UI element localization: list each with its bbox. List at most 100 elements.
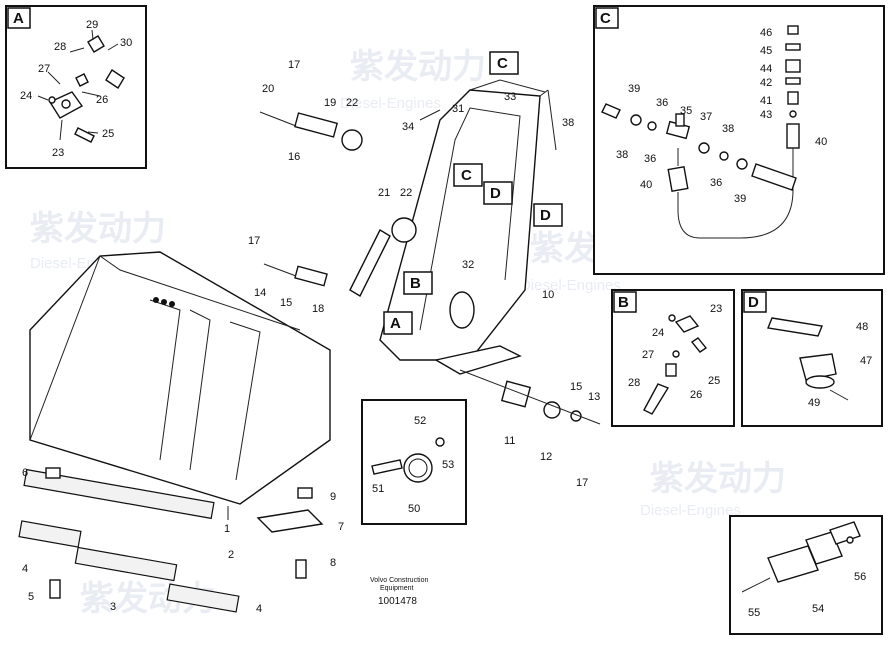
callout-c14: 14 [254, 287, 266, 299]
callout-k37: 37 [700, 111, 712, 123]
box-c-letter: C [600, 10, 611, 27]
callout-k36a: 36 [656, 97, 668, 109]
callout-c6: 6 [22, 467, 28, 479]
callout-e55: 55 [748, 607, 760, 619]
elbow-fitting [87, 35, 105, 53]
callout-k38b: 38 [616, 149, 628, 161]
callout-c5: 5 [28, 591, 34, 603]
callout-c34: 34 [402, 121, 414, 133]
flag-b: B [410, 275, 421, 292]
callout-c13: 13 [588, 391, 600, 403]
callout-d49: 49 [808, 397, 820, 409]
detail-box-clamp: 55 54 56 [729, 515, 883, 635]
box-d-letter: D [748, 294, 759, 311]
flag-c-top: C [497, 55, 508, 72]
callout-c31: 31 [452, 103, 464, 115]
callout-a27: 27 [38, 63, 50, 75]
callout-a25: 25 [102, 128, 114, 140]
callout-k36b: 36 [644, 153, 656, 165]
callout-c9: 9 [330, 491, 336, 503]
footer-text: Volvo Construction Equipment 1001478 [370, 577, 428, 607]
callout-c21: 21 [378, 187, 390, 199]
callout-a26: 26 [96, 94, 108, 106]
callout-c22b: 22 [400, 187, 412, 199]
callout-c19: 19 [324, 97, 336, 109]
callout-b25: 25 [708, 375, 720, 387]
watermark-en: Diesel-Engines [340, 95, 441, 112]
callout-c15a: 15 [280, 297, 292, 309]
callout-c7: 7 [338, 521, 344, 533]
callout-k39a: 39 [628, 83, 640, 95]
callout-k38a: 38 [722, 123, 734, 135]
callout-c16: 16 [288, 151, 300, 163]
callout-a29: 29 [86, 19, 98, 31]
callout-a23: 23 [52, 147, 64, 159]
flag-d-left: D [490, 185, 501, 202]
footer-line2: Equipment [380, 585, 414, 592]
callout-k45: 45 [760, 45, 772, 57]
boom-linkage: 17 20 19 22 16 21 22 17 14 15 18 31 33 3… [248, 59, 600, 489]
callout-c53: 53 [442, 459, 454, 471]
callout-c15b: 15 [570, 381, 582, 393]
callout-d47: 47 [860, 355, 872, 367]
bracket-47 [799, 353, 837, 381]
callout-c17b: 17 [248, 235, 260, 247]
detail-box-c: C 46 45 44 42 41 43 40 39 36 35 37 38 [593, 5, 885, 275]
callout-c10: 10 [542, 289, 554, 301]
callout-k39b: 39 [734, 193, 746, 205]
callout-k36c: 36 [710, 177, 722, 189]
callout-k44: 44 [760, 63, 772, 75]
callout-b23: 23 [710, 303, 722, 315]
part-number: 1001478 [378, 596, 417, 607]
callout-a24: 24 [20, 90, 32, 102]
callout-c4a: 4 [22, 563, 28, 575]
callout-a28: 28 [54, 41, 66, 53]
callout-b26: 26 [690, 389, 702, 401]
callout-k40a: 40 [815, 136, 827, 148]
callout-c33: 33 [504, 91, 516, 103]
callout-c20: 20 [262, 83, 274, 95]
callout-c32: 32 [462, 259, 474, 271]
callout-c12: 12 [540, 451, 552, 463]
bucket: 1 [29, 251, 331, 535]
callout-c18: 18 [312, 303, 324, 315]
callout-c22a: 22 [346, 97, 358, 109]
footer-line1: Volvo Construction [370, 577, 428, 584]
callout-b27: 27 [642, 349, 654, 361]
box-b-letter: B [618, 294, 629, 311]
plate-48 [767, 317, 823, 337]
callout-c2: 2 [228, 549, 234, 561]
detail-box-a: A 29 28 27 24 26 25 23 30 [5, 5, 147, 169]
callout-c8: 8 [330, 557, 336, 569]
callout-k43: 43 [760, 109, 772, 121]
callout-c17a: 17 [288, 59, 300, 71]
callout-a30: 30 [120, 37, 132, 49]
watermark-cn-4: 紫发动力 [650, 460, 786, 498]
detail-box-b: B 23 24 27 28 26 25 [611, 289, 735, 427]
callout-c50: 50 [408, 503, 420, 515]
boom-detail-flags: C C D D B A [383, 51, 563, 335]
watermark-en-4: Diesel-Engines [640, 502, 741, 519]
callout-d48: 48 [856, 321, 868, 333]
callout-c17c: 17 [576, 477, 588, 489]
callout-c38main: 38 [562, 117, 574, 129]
callout-c3: 3 [110, 601, 116, 613]
hose-end [105, 69, 125, 89]
flag-d-right: D [540, 207, 551, 224]
callout-k40b: 40 [640, 179, 652, 191]
flag-a: A [390, 315, 401, 332]
callout-c11: 11 [504, 435, 515, 447]
callout-k42: 42 [760, 77, 772, 89]
flag-c-mid: C [461, 167, 472, 184]
detail-box-bearing: 52 53 51 50 [361, 399, 467, 525]
cutting-edges: 6 2 4 5 3 4 9 7 8 [18, 467, 344, 615]
callout-e56: 56 [854, 571, 866, 583]
callout-b24: 24 [652, 327, 664, 339]
callout-e54: 54 [812, 603, 824, 615]
callout-k46: 46 [760, 27, 772, 39]
callout-c52: 52 [414, 415, 426, 427]
detail-box-d: D 48 47 49 [741, 289, 883, 427]
box-a-letter: A [13, 10, 24, 27]
